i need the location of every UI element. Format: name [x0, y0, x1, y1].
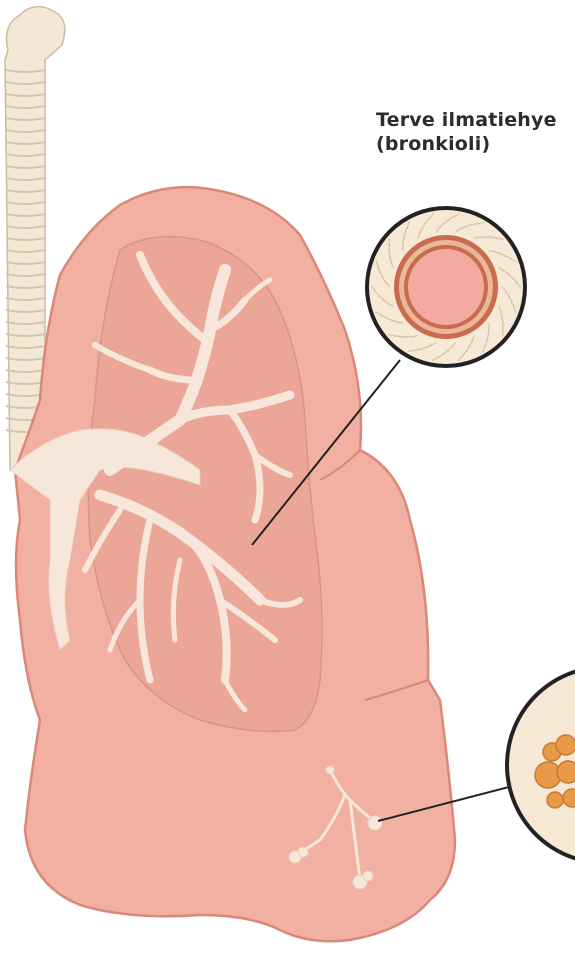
healthy-airway-label-line2: (bronkioli) [376, 132, 557, 156]
healthy-airway-label-line1: Terve ilmatiehye [376, 108, 557, 132]
healthy-airway-label: Terve ilmatiehye (bronkioli) [376, 108, 557, 156]
airway-cross-section-icon [365, 206, 527, 368]
alveoli-cross-section-icon [505, 665, 575, 865]
